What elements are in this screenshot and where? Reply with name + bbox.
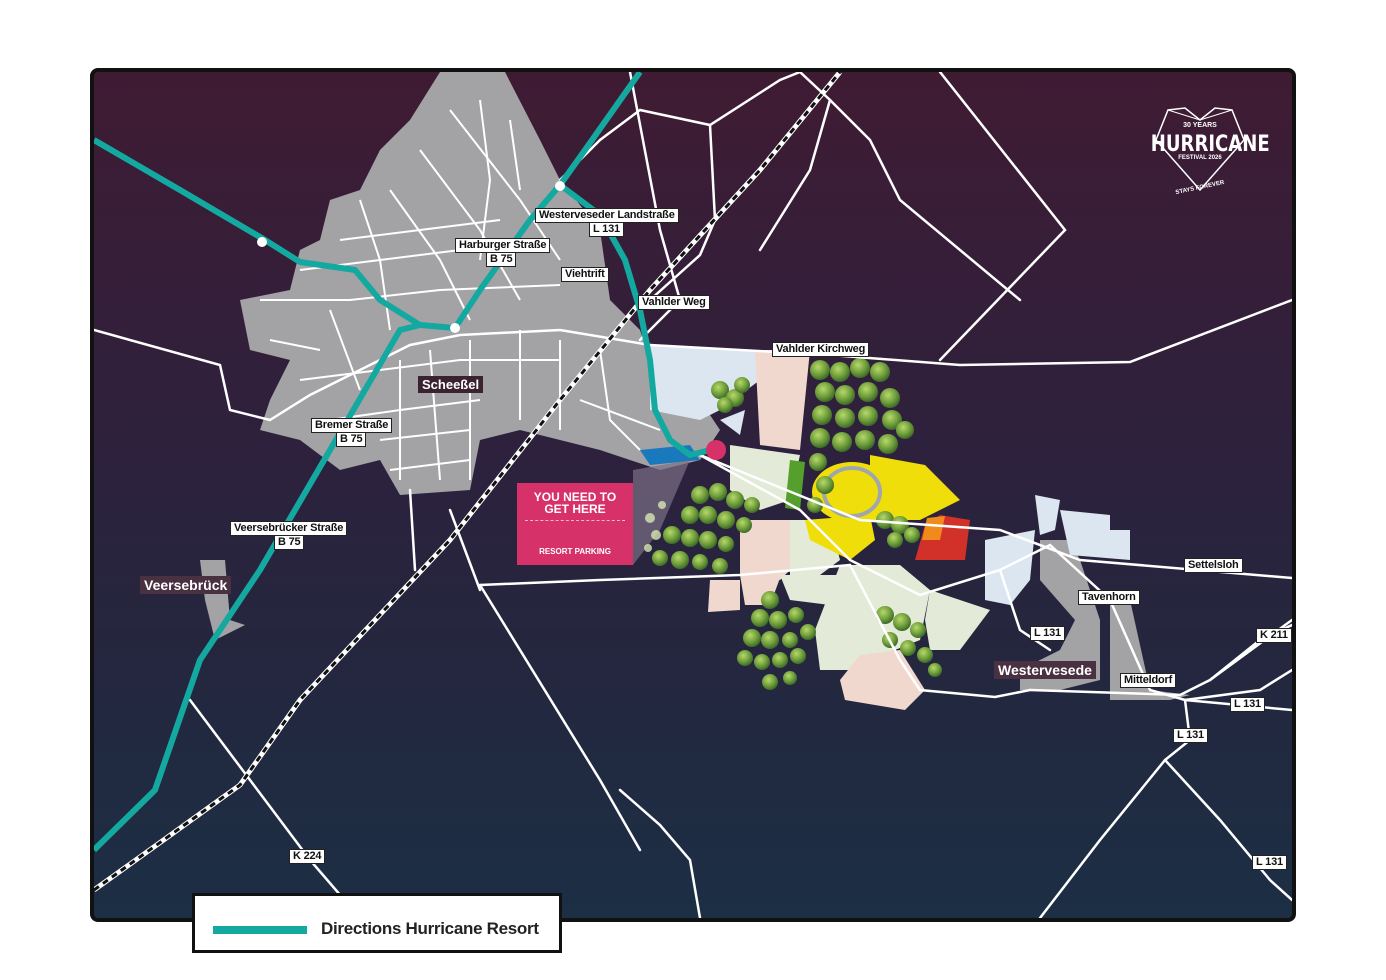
- map-legend: Directions Hurricane Resort: [192, 893, 562, 953]
- road-label-settelsloh: Settelsloh: [1184, 558, 1243, 573]
- road-label-k224: K 224: [289, 849, 326, 864]
- road-label-vahlder-weg: Vahlder Weg: [638, 295, 710, 310]
- destination-marker: [706, 440, 726, 460]
- callout-line-1: YOU NEED TO: [533, 490, 617, 504]
- place-label-veersebrueck: Veersebrück: [140, 576, 232, 594]
- road-label-l131-low: L 131: [1173, 728, 1208, 743]
- town-streets: [260, 99, 661, 481]
- legend-route-label: Directions Hurricane Resort: [321, 919, 539, 938]
- road-label-viehtrift: Viehtrift: [561, 267, 609, 282]
- railway: [94, 72, 842, 893]
- road-label-b75-b: B 75: [336, 432, 367, 447]
- road-label-l131-mid: L 131: [1030, 626, 1065, 641]
- logo-subtitle: FESTIVAL 2026: [1178, 155, 1222, 161]
- callout-line-2: GET HERE: [544, 502, 606, 516]
- place-label-scheessel: Scheeßel: [418, 376, 484, 393]
- tree-clusters: [644, 358, 942, 690]
- logo-years: 30 YEARS: [1183, 122, 1217, 129]
- festival-fields: [633, 345, 1130, 710]
- road-label-vahlder-kirchweg: Vahlder Kirchweg: [772, 342, 870, 357]
- callout-headline: YOU NEED TO GET HERE: [517, 491, 633, 515]
- roads: [94, 72, 1292, 918]
- road-label-bremer: Bremer Straße: [311, 418, 393, 433]
- place-label-westervesede: Westervesede: [994, 661, 1096, 679]
- road-label-mitteldorf: Mitteldorf: [1120, 673, 1177, 688]
- callout-divider: [525, 520, 625, 521]
- road-label-k211: K 211: [1256, 628, 1292, 643]
- road-label-veersebruecker: Veersebrücker Straße: [230, 521, 348, 536]
- resort-parking-callout: YOU NEED TO GET HERE RESORT PARKING: [517, 483, 633, 565]
- heart-outline-icon: [1155, 107, 1245, 192]
- road-label-l131-top: L 131: [589, 222, 624, 237]
- road-label-b75-a: B 75: [486, 252, 517, 267]
- legend-route-swatch: [213, 926, 307, 934]
- road-label-tavenhorn: Tavenhorn: [1078, 590, 1140, 605]
- road-label-westerveseder: Westerveseder Landstraße: [535, 208, 679, 223]
- road-label-harburger: Harburger Straße: [455, 238, 551, 253]
- road-label-l131-right: L 131: [1230, 697, 1265, 712]
- callout-line-3: RESORT PARKING: [539, 547, 611, 556]
- road-label-b75-c: B 75: [274, 535, 305, 550]
- hurricane-logo: 30 YEARS HURRICANE FESTIVAL 2026 STAYS F…: [1140, 100, 1270, 200]
- logo-title: HURRICANE: [1150, 132, 1270, 157]
- road-label-l131-bottom: L 131: [1252, 855, 1287, 870]
